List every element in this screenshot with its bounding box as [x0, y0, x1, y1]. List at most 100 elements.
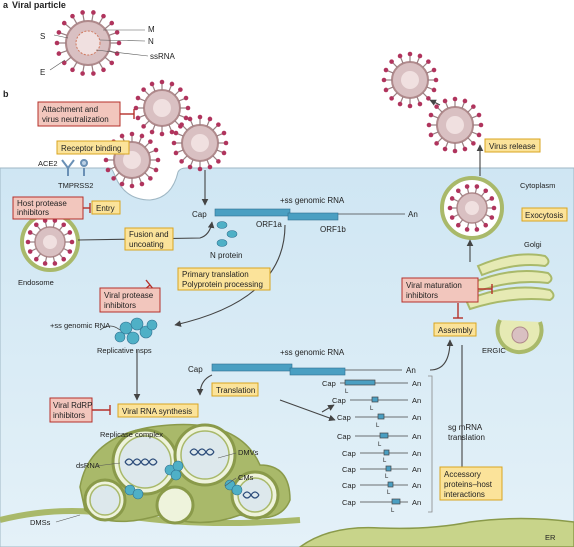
n-protein	[216, 221, 238, 247]
spike-head	[27, 249, 33, 254]
step-box-translation: Translation	[211, 382, 259, 397]
spike-head	[489, 215, 495, 220]
spike-head	[114, 30, 120, 35]
l-label-4: L	[376, 423, 380, 429]
spike-head	[42, 261, 48, 266]
ss-genomic-rna-bottom: +ss genomic RNA	[280, 348, 345, 357]
ss-genomic-rna-left: +ss genomic RNA	[50, 321, 110, 330]
spike-head	[169, 81, 175, 87]
spike-head	[56, 30, 62, 35]
sg-mrna-line2: translation	[448, 433, 485, 442]
spike-head	[471, 141, 476, 146]
panel-b-letter: b	[3, 89, 9, 99]
spike-proteins	[133, 79, 191, 137]
label-endosome: Endosome	[18, 278, 54, 287]
step-box-assembly: Assembly	[433, 322, 477, 337]
panel-a-title: Viral particle	[12, 0, 66, 10]
inhibitor-viral-protease-line2: inhibitors	[104, 301, 136, 310]
spike-head	[428, 112, 434, 118]
spike-head	[431, 67, 437, 73]
spike-head	[207, 116, 213, 122]
replicative-nsps	[114, 317, 158, 345]
ace2-receptor	[61, 159, 75, 176]
spike-head	[452, 96, 458, 102]
l-label-7: L	[385, 474, 389, 480]
inhibitor-viral-protease-line1: Viral protease	[104, 291, 154, 300]
label-ace2: ACE2	[38, 159, 58, 168]
genome-top	[214, 208, 405, 221]
spike-head	[183, 95, 189, 101]
particle-label-lines	[49, 29, 149, 71]
step-fusion-line1: Fusion and	[129, 230, 169, 239]
virion-binding-1	[103, 131, 161, 189]
spike-head	[223, 140, 229, 146]
spike-head	[155, 157, 161, 163]
inhibitor-box-attachment: Attachment and virus neutralization	[37, 101, 121, 127]
spike-head	[183, 115, 189, 121]
label-dmvs: DMVs	[238, 448, 259, 457]
spike-head	[187, 116, 193, 122]
spike-head	[426, 59, 431, 64]
spike-head	[70, 67, 75, 73]
l-label-6: L	[383, 458, 387, 464]
label-dsrna: dsRNA	[76, 461, 100, 470]
spike-head	[159, 131, 165, 137]
step-accessory-line3: interactions	[444, 490, 485, 499]
l-label-8: L	[387, 490, 391, 496]
step-accessory-line1: Accessory	[444, 470, 481, 479]
spike-head	[187, 164, 193, 170]
inhibitor-maturation-line1: Viral maturation	[406, 281, 462, 290]
step-box-receptor-binding: Receptor binding	[56, 140, 130, 155]
orf1b-label: ORF1b	[320, 225, 346, 234]
spike-head	[61, 60, 67, 66]
spike-head	[397, 53, 403, 59]
spike-head	[56, 51, 62, 56]
inhibitor-rdrp-line2: inhibitors	[53, 411, 85, 420]
label-ssrna: ssRNA	[150, 52, 176, 61]
spike-head	[149, 81, 155, 87]
compartment-leader-lines	[55, 452, 237, 523]
spike-head	[111, 176, 116, 181]
spike-head	[133, 105, 139, 111]
spike-head	[471, 104, 476, 109]
cap-label-8: Cap	[342, 481, 356, 490]
genomic-rna-strand	[99, 325, 121, 331]
inhibitor-box-rdrp: Viral RdRP inhibitors	[49, 397, 93, 423]
l-label-3: L	[370, 406, 374, 412]
spike-head	[61, 222, 67, 228]
spike-head	[491, 205, 497, 211]
an-label-7: An	[412, 465, 421, 474]
an-label-8: An	[412, 481, 421, 490]
step-box-exocytosis: Exocytosis	[521, 207, 568, 222]
spike-head	[159, 79, 165, 85]
n-protein-label: N protein	[210, 251, 242, 260]
spike-proteins	[426, 96, 484, 154]
virion-released-1	[381, 51, 439, 109]
exocytosis-vesicle	[440, 176, 504, 240]
step-receptor-binding-label: Receptor binding	[61, 144, 121, 153]
spike-head	[61, 20, 67, 26]
an-label-4: An	[412, 413, 421, 422]
spike-head	[431, 87, 437, 93]
step-box-rna-synthesis: Viral RNA synthesis	[117, 403, 199, 418]
spike-head	[101, 67, 106, 73]
panel-a-letter: a	[3, 0, 9, 10]
sgrna-ladder	[340, 379, 408, 505]
step-box-entry: Entry	[91, 200, 121, 215]
label-cytoplasm: Cytoplasm	[520, 181, 555, 190]
cap-label-3: Cap	[332, 396, 346, 405]
spike-head	[105, 167, 111, 173]
spike-head	[148, 139, 153, 144]
er-membrane	[298, 517, 574, 547]
spike-head	[67, 249, 73, 254]
step-accessory-line2: proteins–host	[444, 480, 493, 489]
label-ergic: ERGIC	[482, 346, 506, 355]
label-dms: DMSs	[30, 518, 51, 527]
spike-head	[141, 124, 146, 129]
spike-proteins	[381, 51, 439, 109]
label-cms: CMs	[238, 473, 254, 482]
label-replicase-complex: Replicase complex	[100, 430, 163, 439]
spike-head	[139, 181, 145, 187]
spike-head	[452, 148, 458, 154]
spike-head	[417, 101, 423, 107]
